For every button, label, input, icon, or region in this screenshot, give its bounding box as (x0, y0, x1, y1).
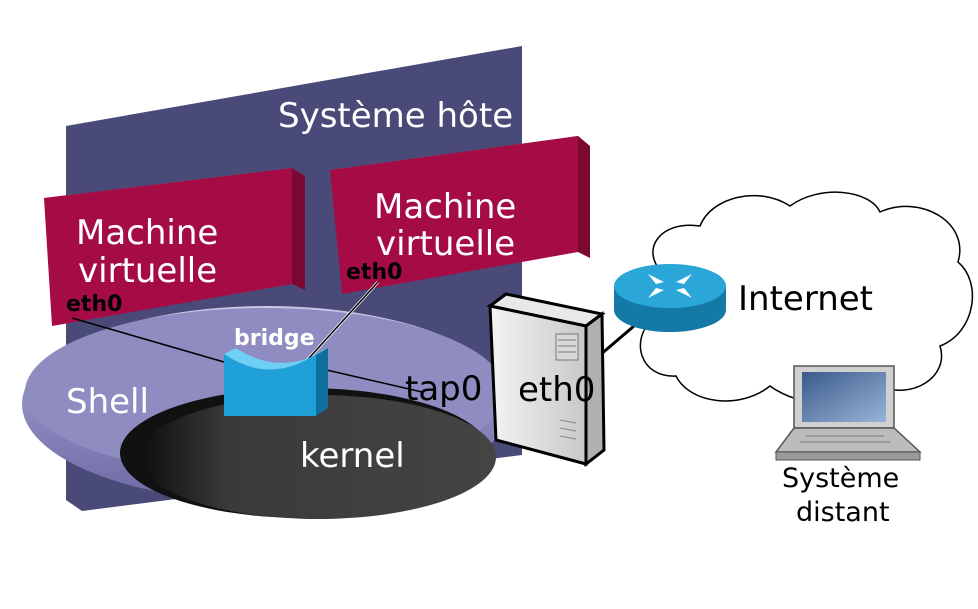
laptop-screen (802, 372, 886, 422)
vm1-label-line2: virtuelle (78, 251, 217, 291)
kernel-ellipse (140, 395, 496, 519)
server-tower: eth0 (486, 292, 606, 468)
bridge: bridge (224, 326, 328, 416)
laptop-edge (775, 451, 921, 461)
shell-label: Shell (66, 382, 149, 422)
remote-label-line2: distant (796, 497, 890, 528)
vm1-eth0-label: eth0 (66, 292, 122, 317)
vm1-to-bridge-line (71, 317, 225, 363)
bridge-front (224, 354, 316, 416)
server-vent-1 (559, 419, 577, 424)
internet-label: Internet (738, 279, 873, 319)
kernel: kernel (120, 388, 496, 519)
virtual-machine-2: Machine virtuelle eth0 (330, 136, 590, 294)
vm2-face (330, 136, 578, 294)
host-system-label: Système hôte (278, 96, 513, 136)
cloud-outline (639, 191, 974, 405)
vm1-label-line1: Machine (76, 213, 218, 253)
server-eth0-label: eth0 (518, 370, 595, 410)
server-vent-2 (559, 427, 577, 432)
remote-label-line1: Système (782, 463, 899, 494)
vm2-label-line1: Machine (374, 187, 516, 227)
internet-cloud: Internet (639, 191, 974, 405)
bridge-top (224, 348, 328, 370)
vm1-face (44, 168, 292, 326)
router-top (614, 264, 726, 308)
kernel-label: kernel (300, 436, 405, 476)
vm2-eth0-label: eth0 (346, 260, 402, 285)
server-drive-bay (555, 333, 579, 361)
remote-laptop: Système distant (774, 365, 922, 528)
bridge-to-tap0-line (317, 367, 423, 393)
vm2-side-edge (578, 136, 590, 258)
bridge-side (316, 348, 328, 416)
router (614, 264, 726, 332)
laptop-base (774, 427, 922, 453)
server-vent-3 (559, 435, 577, 440)
vm2-to-bridge-line (299, 281, 379, 369)
virtual-machine-1: Machine virtuelle eth0 (44, 168, 305, 326)
tap0-label: tap0 (405, 369, 482, 409)
vm2-label-line2: virtuelle (376, 224, 515, 264)
router-arrows-icon (648, 274, 692, 298)
bridge-label: bridge (234, 326, 315, 351)
vm1-side-edge (292, 168, 305, 290)
